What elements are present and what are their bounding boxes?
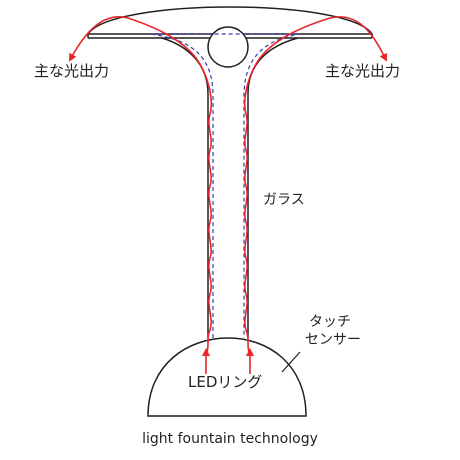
main-output-label-right: 主な光出力 [325,62,401,80]
main-output-label-left: 主な光出力 [34,62,110,80]
caption: light fountain technology [142,431,318,447]
touch-sensor-label-line1: タッチ [309,314,351,330]
lamp-base [147,337,307,417]
led-ring-label: LEDリング [188,373,263,391]
glass-stem [161,37,299,338]
internal-reflection-path [149,33,301,338]
light-path-right [244,16,388,357]
glass-label: ガラス [263,192,305,208]
light-path-left [69,16,212,357]
touch-sensor-label: タッチ センサー [305,313,361,349]
lamp-head [86,6,374,35]
touch-sensor-label-line2: センサー [305,332,361,349]
touch-sensor-circle [207,26,249,68]
touch-sensor-leader [281,351,301,373]
